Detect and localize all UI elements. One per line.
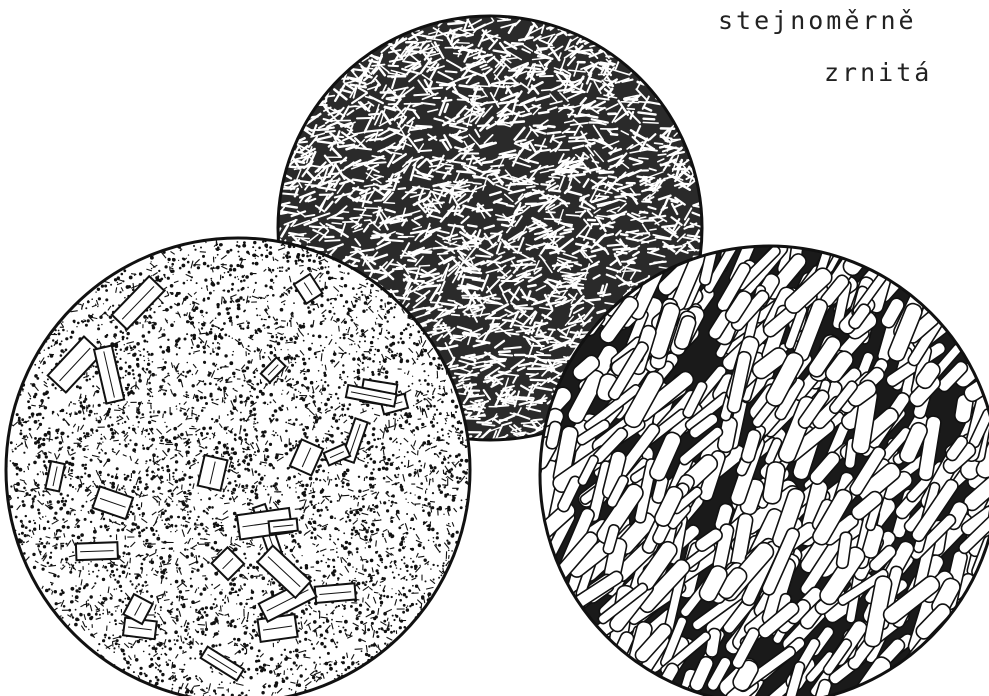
thin-section-porphyritic — [5, 236, 473, 696]
caption-line-1: stejnoměrně — [718, 6, 917, 35]
caption-line-2: zrnitá — [824, 58, 932, 87]
